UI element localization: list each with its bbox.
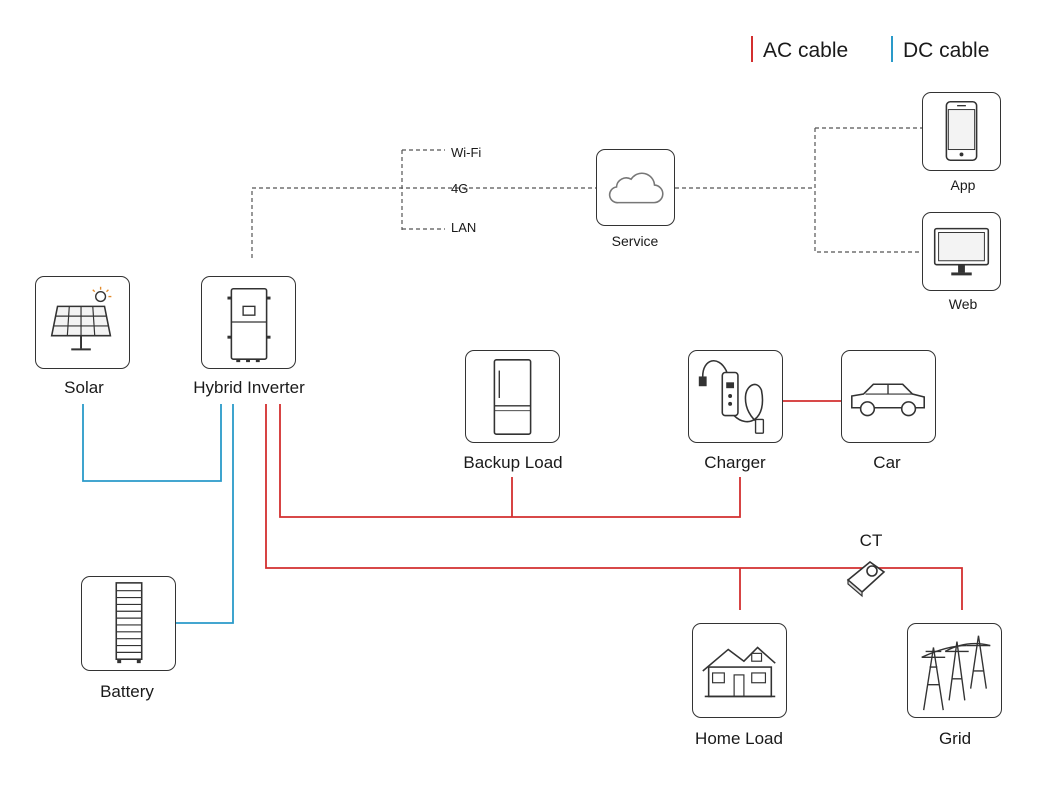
dc-link-battery — [176, 404, 234, 624]
car-node[interactable] — [841, 350, 936, 443]
charger-label: Charger — [704, 453, 766, 472]
ev-charger-icon — [698, 360, 765, 434]
solar-panel-icon — [50, 286, 112, 351]
network-wifi-label: Wi-Fi — [451, 145, 482, 160]
network-link-web — [814, 128, 922, 253]
service-node[interactable] — [596, 149, 675, 226]
app-label: App — [950, 177, 976, 193]
power-tower-icon — [921, 635, 991, 711]
home-load-label: Home Load — [695, 729, 783, 748]
monitor-icon — [933, 227, 990, 276]
web-label: Web — [948, 296, 978, 312]
ac-swatch — [751, 36, 753, 62]
legend-dc-label: DC cable — [903, 39, 990, 62]
web-node[interactable] — [922, 212, 1001, 291]
ac-link-backup-charger — [279, 404, 741, 518]
backup-load-label: Backup Load — [463, 453, 563, 472]
legend-dc: DC cable — [891, 36, 989, 63]
service-label: Service — [611, 233, 659, 249]
home-load-node[interactable] — [692, 623, 787, 718]
cloud-icon — [608, 172, 664, 204]
solar-label: Solar — [64, 378, 104, 397]
network-link-inverter — [251, 187, 596, 258]
smartphone-icon — [945, 100, 978, 162]
dc-links — [82, 404, 234, 624]
network-lan-label: LAN — [451, 220, 477, 235]
car-label: Car — [873, 453, 901, 472]
car-icon — [851, 383, 925, 417]
inverter-label: Hybrid Inverter — [193, 378, 305, 397]
inverter-icon — [227, 287, 271, 363]
house-icon — [702, 646, 776, 698]
ct-label: CT — [859, 531, 883, 550]
legend-ac-label: AC cable — [763, 39, 849, 62]
dc-link-solar — [82, 404, 222, 482]
legend-ac: AC cable — [751, 36, 848, 63]
charger-node[interactable] — [688, 350, 783, 443]
network-links — [251, 127, 922, 258]
battery-rack-icon — [115, 582, 143, 664]
inverter-node[interactable] — [201, 276, 296, 369]
app-node[interactable] — [922, 92, 1001, 171]
battery-node[interactable] — [81, 576, 176, 671]
ac-link-grid — [265, 404, 963, 610]
current-transformer-icon — [846, 560, 886, 598]
ac-links — [265, 400, 963, 610]
battery-label: Battery — [100, 682, 154, 701]
grid-node[interactable] — [907, 623, 1002, 718]
dc-swatch — [891, 36, 893, 62]
backup-load-node[interactable] — [465, 350, 560, 443]
solar-node[interactable] — [35, 276, 130, 369]
network-4g-label: 4G — [451, 181, 469, 196]
grid-label: Grid — [938, 729, 972, 748]
refrigerator-icon — [493, 359, 532, 435]
